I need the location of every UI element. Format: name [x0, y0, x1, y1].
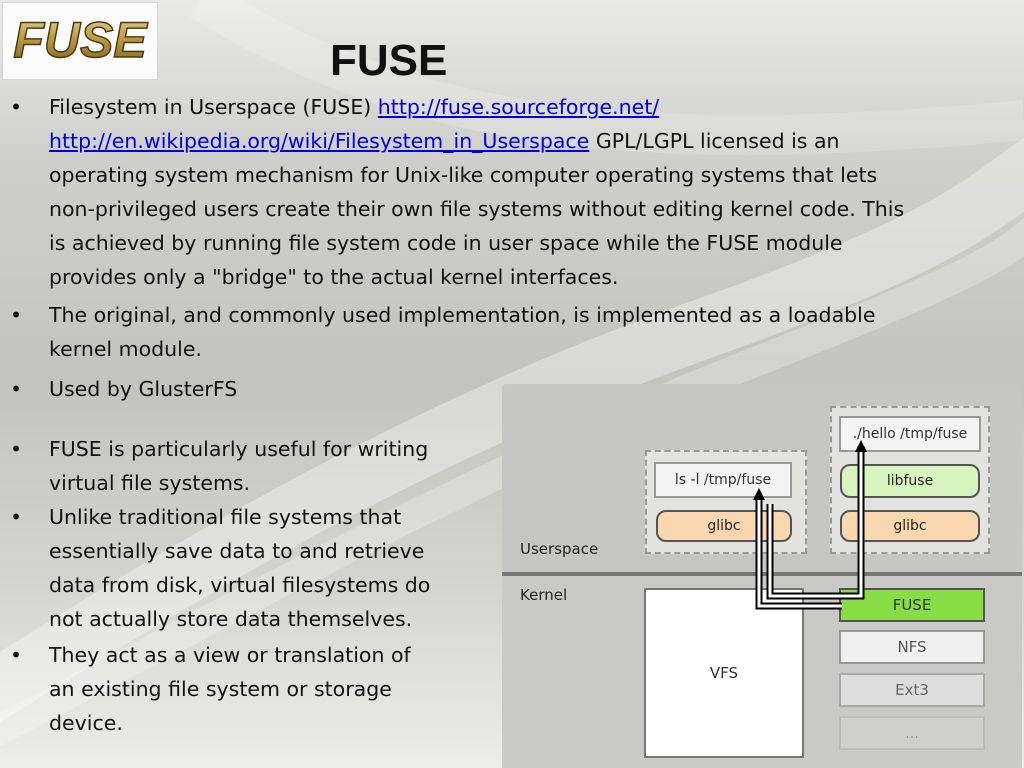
- bullet-line: virtual file systems.: [49, 466, 428, 500]
- bullet-line: Used by GlusterFS: [49, 372, 237, 406]
- bullet-text-segment: FUSE is particularly useful for writing: [49, 437, 429, 461]
- fuse-kernel-module: FUSE: [839, 588, 985, 622]
- ext3-box: Ext3: [839, 673, 985, 707]
- bullet-text-segment: an existing file system or storage: [49, 677, 392, 701]
- fuse-logo: FUSE: [2, 2, 158, 80]
- bullet-line: kernel module.: [49, 332, 875, 366]
- bullet-marker: •: [10, 303, 23, 327]
- bullet-text-segment: device.: [49, 711, 123, 735]
- logo-text: FUSE: [13, 12, 148, 68]
- bullet-text: Filesystem in Userspace (FUSE) http://fu…: [49, 90, 904, 294]
- vfs-box: VFS: [644, 588, 804, 758]
- bullet-text-segment: data from disk, virtual filesystems do: [49, 573, 431, 597]
- bullet-text-segment: The original, and commonly used implemen…: [49, 303, 876, 327]
- bullet-text-segment: GPL/LGPL licensed is an: [589, 129, 840, 153]
- bullet-text-segment: Filesystem in Userspace (FUSE): [49, 95, 378, 119]
- hyperlink[interactable]: http://fuse.sourceforge.net/: [377, 95, 660, 119]
- bullet-line: non-privileged users create their own fi…: [49, 192, 904, 226]
- bullet-text: They act as a view or translation of an e…: [49, 638, 411, 740]
- bullet-text-segment: not actually store data themselves.: [49, 607, 413, 631]
- bullet-text-segment: is achieved by running file system code …: [49, 231, 843, 255]
- fuse-logo-graphic: FUSE: [13, 11, 150, 69]
- bullet-line: The original, and commonly used implemen…: [49, 298, 875, 332]
- bullet-marker: •: [10, 95, 23, 119]
- bullet-text-segment: provides only a "bridge" to the actual k…: [49, 265, 619, 289]
- bullet-line: provides only a "bridge" to the actual k…: [49, 260, 904, 294]
- bullet-line: essentially save data to and retrieve: [49, 534, 430, 568]
- ls-command: ls -l /tmp/fuse: [654, 462, 792, 498]
- bullet-line: is achieved by running file system code …: [49, 226, 904, 260]
- bullet-text-segment: They act as a view or translation of: [49, 643, 411, 667]
- more-filesystems-box: ...: [839, 716, 985, 750]
- bullet-text: Used by GlusterFS: [49, 372, 237, 406]
- bullet-text-segment: Used by GlusterFS: [49, 377, 238, 401]
- bullet-text-segment: kernel module.: [49, 337, 202, 361]
- userspace-kernel-divider: [502, 572, 1022, 576]
- bullet-text: Unlike traditional file systems that esse…: [49, 500, 430, 636]
- slide-title: FUSE: [330, 36, 448, 85]
- fuse-architecture-diagram: Userspace Kernel ls -l /tmp/fuse glibc .…: [502, 384, 1022, 768]
- bullet-line: Unlike traditional file systems that: [49, 500, 430, 534]
- bullet-line: data from disk, virtual filesystems do: [49, 568, 430, 602]
- kernel-label: Kernel: [520, 586, 568, 604]
- bullet-text: FUSE is particularly useful for writing v…: [49, 432, 428, 500]
- userspace-label: Userspace: [520, 540, 599, 558]
- bullet-marker: •: [10, 505, 23, 529]
- glibc-left: glibc: [656, 510, 792, 542]
- bullet-line: device.: [49, 706, 411, 740]
- bullet-text-segment: non-privileged users create their own fi…: [49, 197, 905, 221]
- bullet-marker: •: [10, 437, 23, 461]
- bullet-line: They act as a view or translation of: [49, 638, 411, 672]
- bullet-line: Filesystem in Userspace (FUSE) http://fu…: [49, 90, 904, 124]
- glibc-right: glibc: [840, 510, 980, 542]
- hello-command: ./hello /tmp/fuse: [839, 416, 981, 452]
- bullet-line: operating system mechanism for Unix-like…: [49, 158, 904, 192]
- bullet-line: not actually store data themselves.: [49, 602, 430, 636]
- libfuse: libfuse: [840, 464, 980, 498]
- bullet-marker: •: [10, 377, 23, 401]
- bullet-text-segment: Unlike traditional file systems that: [49, 505, 402, 529]
- bullet-line: FUSE is particularly useful for writing: [49, 432, 428, 466]
- bullet-line: an existing file system or storage: [49, 672, 411, 706]
- bullet-text-segment: operating system mechanism for Unix-like…: [49, 163, 878, 187]
- bullet-text-segment: essentially save data to and retrieve: [49, 539, 425, 563]
- hyperlink[interactable]: http://en.wikipedia.org/wiki/Filesystem_…: [49, 129, 590, 153]
- bullet-marker: •: [10, 643, 23, 667]
- bullet-text: The original, and commonly used implemen…: [49, 298, 875, 366]
- bullet-line: http://en.wikipedia.org/wiki/Filesystem_…: [49, 124, 904, 158]
- nfs-box: NFS: [839, 630, 985, 664]
- bullet-text-segment: virtual file systems.: [49, 471, 251, 495]
